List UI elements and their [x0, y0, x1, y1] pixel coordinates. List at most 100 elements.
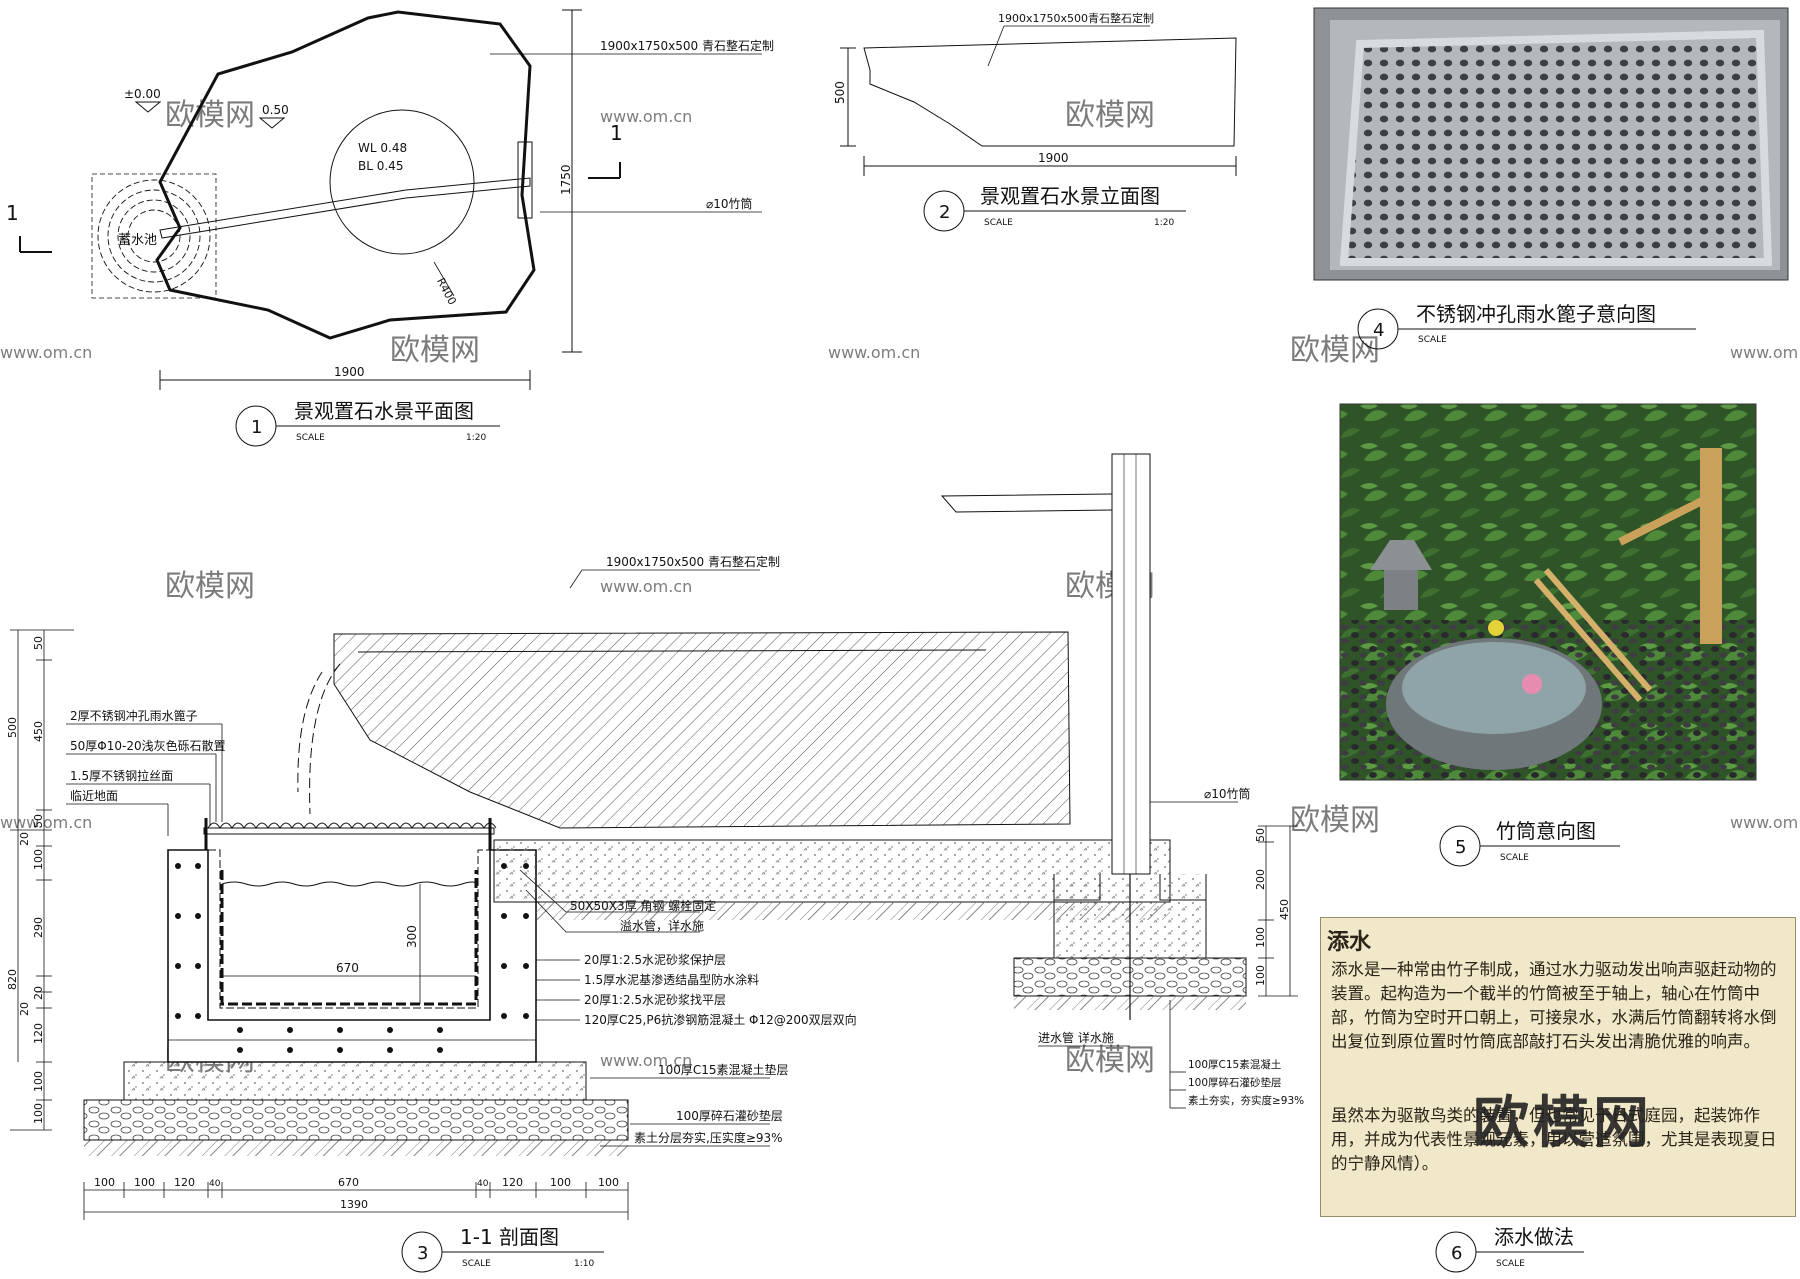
- svg-text:50: 50: [32, 814, 45, 828]
- water-line: [221, 881, 479, 887]
- view-num: 4: [1373, 320, 1384, 341]
- spout: [940, 493, 1113, 513]
- watermark: 欧模网: [1290, 333, 1380, 368]
- steel-grate: [203, 827, 495, 835]
- pipe-note: ⌀10竹筒: [1204, 786, 1251, 801]
- svg-text:20: 20: [18, 832, 31, 846]
- svg-text:820: 820: [6, 969, 19, 990]
- section-view: [10, 453, 1298, 1220]
- plan-view: [19, 9, 762, 390]
- watermark-logo: 欧模网: [1473, 1091, 1653, 1156]
- dim-text: 500: [833, 81, 847, 104]
- view-num: 1: [251, 417, 262, 438]
- svg-text:100: 100: [32, 1103, 45, 1124]
- gravel-top: [207, 822, 497, 829]
- title-blocks: [235, 190, 1696, 1273]
- pool-label: 蓄水池: [118, 233, 157, 248]
- right-note: 素土分层夯实,压实度≥93%: [634, 1130, 783, 1145]
- pipe-note: 100厚碎石灌砂垫层: [1188, 1076, 1282, 1089]
- dim-text: 1900: [334, 365, 365, 379]
- scale-word: SCALE: [296, 433, 325, 443]
- stone-spec-label: 1900x1750x500 青石整石定制: [606, 554, 780, 569]
- lean-concrete: [123, 1061, 587, 1101]
- watermark: www.om.cn: [600, 577, 692, 596]
- section-left-dims: 50 450 50 20 100 290 20 20 120 100 100 5…: [6, 636, 45, 1124]
- elevation-labels: 1900x1750x500青石整石定制 1900 500: [833, 11, 1154, 165]
- right-note: 20厚1:2.5水泥砂浆保护层: [584, 952, 726, 967]
- right-note: 100厚C15素混凝土垫层: [658, 1062, 789, 1077]
- basin-circle: [329, 109, 475, 255]
- radius-label: R400: [434, 276, 459, 307]
- svg-text:100: 100: [32, 1071, 45, 1092]
- dim-text: 670: [336, 961, 359, 975]
- svg-text:670: 670: [338, 1176, 359, 1189]
- svg-text:50: 50: [1254, 828, 1267, 842]
- watermark-layer: 欧模网 www.om.cn 欧模网 www.om.cn 欧模网 www.om.c…: [0, 98, 1800, 1078]
- scale-word: SCALE: [1500, 853, 1529, 863]
- stone-spec-label: 1900x1750x500 青石整石定制: [600, 38, 774, 53]
- view-title: 景观置石水景立面图: [980, 184, 1160, 208]
- stone-spec-label: 1900x1750x500青石整石定制: [998, 11, 1154, 25]
- svg-text:100: 100: [94, 1176, 115, 1189]
- svg-text:1390: 1390: [340, 1198, 368, 1211]
- bottom-level-label: BL 0.45: [358, 159, 403, 173]
- svg-text:450: 450: [1278, 899, 1291, 920]
- watermark: 欧模网: [1290, 803, 1380, 838]
- svg-text:100: 100: [598, 1176, 619, 1189]
- svg-text:40: 40: [209, 1179, 221, 1189]
- rebar-dots: [175, 863, 529, 1053]
- view-title: 景观置石水景平面图: [294, 399, 474, 423]
- level-label: 0.50: [262, 103, 289, 117]
- scale-word: SCALE: [984, 218, 1013, 228]
- svg-text:100: 100: [1254, 927, 1267, 948]
- scale-word: SCALE: [462, 1259, 491, 1269]
- svg-text:120: 120: [32, 1023, 45, 1044]
- right-note: 100厚碎石灌砂垫层: [676, 1108, 783, 1123]
- water-level-label: WL 0.48: [358, 141, 407, 155]
- grate-photo: [1313, 7, 1789, 281]
- section-mark: 1: [6, 201, 19, 225]
- scale-word: SCALE: [1418, 335, 1447, 345]
- left-note: 50厚Φ10-20浅灰色砾石散置: [70, 738, 226, 753]
- watermark: 欧模网: [165, 569, 255, 604]
- bamboo-pipe: [159, 177, 531, 239]
- elevation-view: [840, 25, 1237, 176]
- watermark: 欧模网: [165, 98, 255, 133]
- watermark: 欧模网: [1065, 98, 1155, 133]
- svg-text:50: 50: [32, 636, 45, 650]
- svg-text:290: 290: [32, 917, 45, 938]
- note-paragraph: 添水是一种常由竹子制成，通过水力驱动发出响声驱赶动物的装置。起构造为一个截半的竹…: [1331, 960, 1777, 1051]
- left-note: 2厚不锈钢冲孔雨水篦子: [70, 708, 198, 723]
- falling-water: [309, 663, 341, 815]
- section-labels: 1900x1750x500 青石整石定制 2厚不锈钢冲孔雨水篦子 50厚Φ10-…: [70, 554, 1304, 1145]
- pipe-note: 素土夯实，夯实度≥93%: [1188, 1094, 1304, 1107]
- right-note: 50X50X3厚 角钢 螺栓固定: [570, 898, 716, 913]
- bamboo-post: [1700, 448, 1722, 644]
- left-note: 临近地面: [70, 789, 118, 803]
- bamboo-label: ⌀10竹筒: [706, 196, 753, 211]
- svg-text:120: 120: [174, 1176, 195, 1189]
- stone-outline: [155, 10, 536, 340]
- watermark: www.om.cn: [0, 813, 92, 832]
- stone-section: [333, 631, 1071, 829]
- svg-text:20: 20: [18, 1002, 31, 1016]
- left-note: 1.5厚不锈钢拉丝面: [70, 768, 173, 783]
- view-num: 2: [939, 202, 950, 223]
- svg-text:200: 200: [1254, 869, 1267, 890]
- plan-labels: 1900x1750x500 青石整石定制 ±0.00 0.50 WL 0.48 …: [6, 38, 774, 379]
- bamboo-photo: [1339, 403, 1757, 781]
- note-title: 添水: [1327, 930, 1372, 955]
- view-title: 1-1 剖面图: [460, 1225, 559, 1249]
- pipe-note: 100厚C15素混凝土: [1188, 1058, 1281, 1071]
- watermark: www.om.cn: [0, 343, 92, 362]
- right-note: 1.5厚水泥基渗透结晶型防水涂料: [584, 972, 759, 987]
- bamboo-column: [1111, 453, 1151, 875]
- svg-text:40: 40: [477, 1179, 489, 1189]
- right-note: 20厚1:2.5水泥砂浆找平层: [584, 992, 726, 1007]
- view-num: 5: [1455, 837, 1466, 858]
- note-paragraph: 虽然本为驱散鸟类的装置，但也常见于日式庭园，起装饰作用，并成为代表性景观元素，用…: [1331, 1106, 1777, 1173]
- watermark: www.om.cn: [600, 1051, 692, 1070]
- watermark: www.om.cn: [828, 343, 920, 362]
- watermark: www.om.cn: [1730, 813, 1800, 832]
- watermark: 欧模网: [390, 333, 480, 368]
